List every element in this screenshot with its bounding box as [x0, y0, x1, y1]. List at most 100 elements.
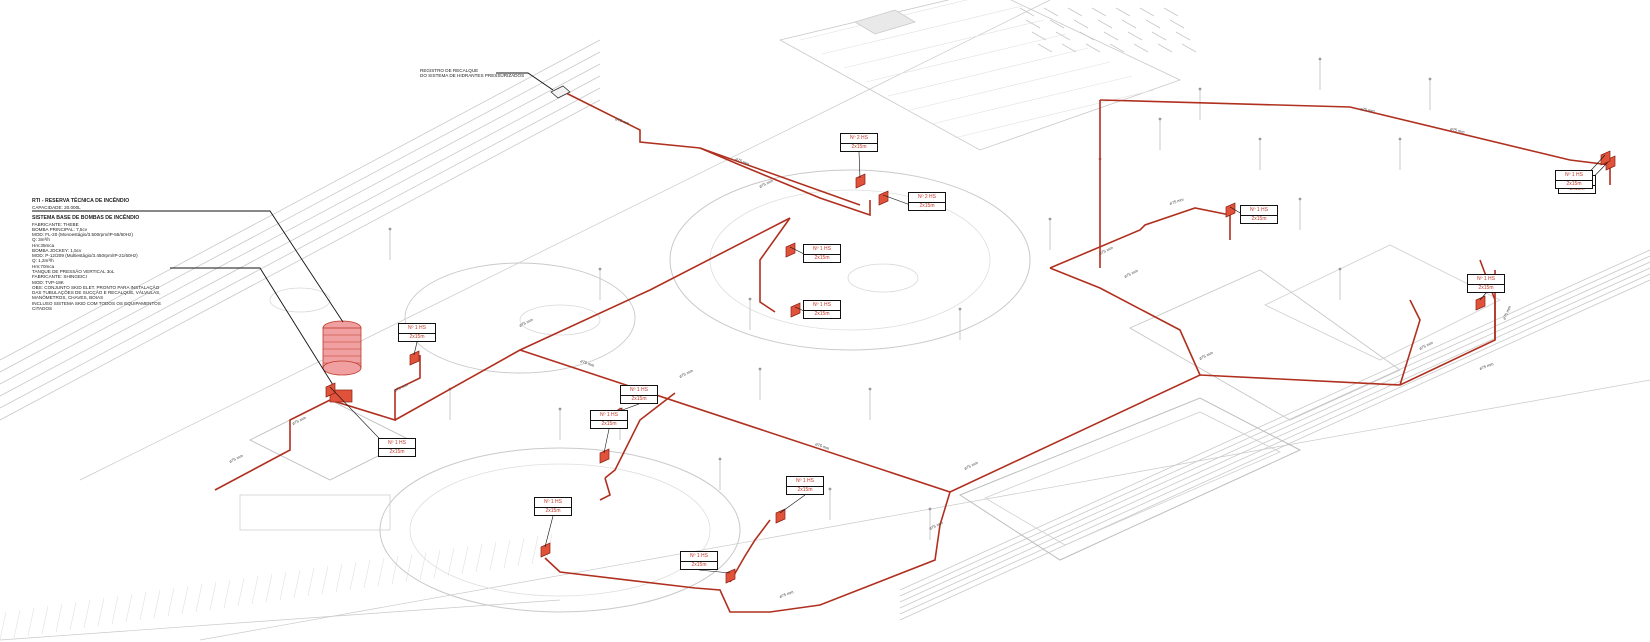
rti-note-line: CITADOS: [32, 306, 53, 311]
fire-pipe: [1399, 299, 1421, 386]
site-hatch-line: [321, 565, 329, 595]
pool-inner: [984, 411, 1281, 546]
pipe-diameter-label: ø75 mm: [735, 156, 751, 166]
seat-mark: [1121, 19, 1137, 29]
light-pole-head: [758, 367, 762, 371]
seat-mark: [1151, 31, 1167, 41]
site-road-line: [0, 39, 601, 361]
site-hatch-line: [503, 539, 511, 569]
site-hatch-line: [447, 547, 455, 577]
hydrant-hose: 2x15m: [1566, 181, 1582, 187]
site-hatch-line: [83, 599, 91, 629]
pipe-diameter-label: ø75 mm: [758, 178, 774, 189]
hydrant-leader-line: [698, 569, 731, 574]
fire-pipe: [1099, 99, 1611, 185]
seat-mark: [1043, 7, 1059, 17]
rti-note-line: DAS TUBULAÇÕES DE SUCÇÃO E RECALQUE, VÁL…: [32, 290, 161, 296]
hydrant-cabinet: [540, 542, 551, 558]
hydrant-number: Nº 1 HS: [399, 324, 435, 334]
plaza-lower-inner: [409, 463, 711, 597]
parking-stripe: [887, 47, 1089, 97]
parking-stripe: [953, 89, 1155, 139]
seat-mark: [1055, 31, 1071, 41]
pipe-diameter-label: ø75 mm: [815, 441, 831, 451]
valve-note: REGISTRO DE RECALQUE DO SISTEMA DE HIDRA…: [420, 68, 524, 79]
rti-tank-bottom: [322, 360, 362, 376]
plaza-center-circle: [847, 263, 919, 293]
site-hatch-line: [251, 575, 259, 605]
hydrant-cabinet: [325, 382, 336, 398]
hydrant-hose: 2x15m: [409, 334, 425, 340]
pump-leader-line: [170, 267, 334, 386]
site-hatch-line: [391, 555, 399, 585]
light-pole-head: [748, 297, 752, 301]
site-boundary-line: [199, 379, 1650, 641]
hydrant-hose: 2x15m: [814, 311, 830, 317]
pipe-diameter-label: ø75 mm: [1360, 106, 1376, 114]
hydrant-leader-line: [858, 151, 861, 179]
site-perimeter-line: [899, 273, 1650, 615]
sport-court: [1129, 269, 1401, 421]
hydrant-hose: 2x15m: [1569, 186, 1585, 192]
seat-mark: [1079, 31, 1095, 41]
hydrant-leader-line: [779, 494, 806, 514]
seat-mark: [1127, 31, 1143, 41]
parking-area: [778, 0, 1182, 151]
rti-note-line: MANÔMETROS, CHAVES, BOIAS: [32, 295, 104, 301]
rti-note-line: BOMBA JOCKEY: 1,5cv: [32, 247, 82, 253]
seat-mark: [1073, 19, 1089, 29]
rti-note-line: FABRICANTE: THEBE: [32, 221, 79, 227]
site-hatch-line: [293, 569, 301, 599]
site-hatch-line: [55, 603, 63, 633]
pipe-diameter-label: ø75 mm: [779, 589, 795, 599]
light-pole-head: [1198, 87, 1202, 91]
rti-note-line: SISTEMA BASE DE BOMBAS DE INCÊNDIO: [32, 214, 140, 221]
hydrant-cabinet: [1475, 295, 1486, 311]
site-hatch-line: [167, 587, 175, 617]
pool-outline: [958, 397, 1302, 561]
parking-marker: [854, 9, 916, 35]
seat-mark: [1037, 43, 1053, 53]
fire-pipe: [1049, 207, 1231, 269]
rti-note-line: Hm:70mca: [32, 263, 55, 269]
hydrant-cabinet: [878, 190, 889, 206]
parking-stripe: [865, 33, 1067, 83]
fire-pipe: [599, 477, 611, 501]
hydrant-number: Nº 2 HS: [841, 134, 877, 144]
hydrant-cabinet: [790, 302, 801, 318]
pipe-diameter-label: ø75 mm: [1098, 245, 1114, 256]
light-pole-head: [1428, 77, 1432, 81]
fire-pipe: [729, 519, 771, 583]
seat-mark: [1109, 43, 1125, 53]
hydrant-cabinet: [785, 242, 796, 258]
hydrant-number: Nº 2 HS: [909, 193, 945, 203]
light-pole-head: [1298, 197, 1302, 201]
seat-mark: [1103, 31, 1119, 41]
site-hatch-line: [209, 581, 217, 611]
fire-pipe: [699, 147, 871, 217]
rti-note-line: Hm:35mca: [32, 242, 55, 248]
light-pole-head: [598, 267, 602, 271]
hydrant-hose: 2x15m: [601, 421, 617, 427]
sport-court-2: [1264, 244, 1501, 361]
valve-cabinet: [550, 85, 571, 99]
parking-stripe: [821, 5, 1023, 55]
hydrant-hose: 2x15m: [1251, 216, 1267, 222]
fire-pipe: [1479, 259, 1496, 340]
pipe-diameter-label: ø75 mm: [1479, 361, 1495, 371]
seat-mark: [1139, 7, 1155, 17]
hydrant-number: Nº 1 HS: [804, 245, 840, 255]
seat-mark: [1025, 19, 1041, 29]
rti-note-line: INCLUSO SISTEMA SKID COM TODOS OS EQUIPA…: [32, 300, 161, 306]
rti-note-line: MOD: P-12/209 (Multiestágio/3.450rpm/IP-…: [32, 253, 138, 259]
light-pole-head: [718, 457, 722, 461]
rti-note-line: Q: 1,2m³/h: [32, 258, 54, 264]
hydrant-number: Nº 1 HS: [804, 301, 840, 311]
